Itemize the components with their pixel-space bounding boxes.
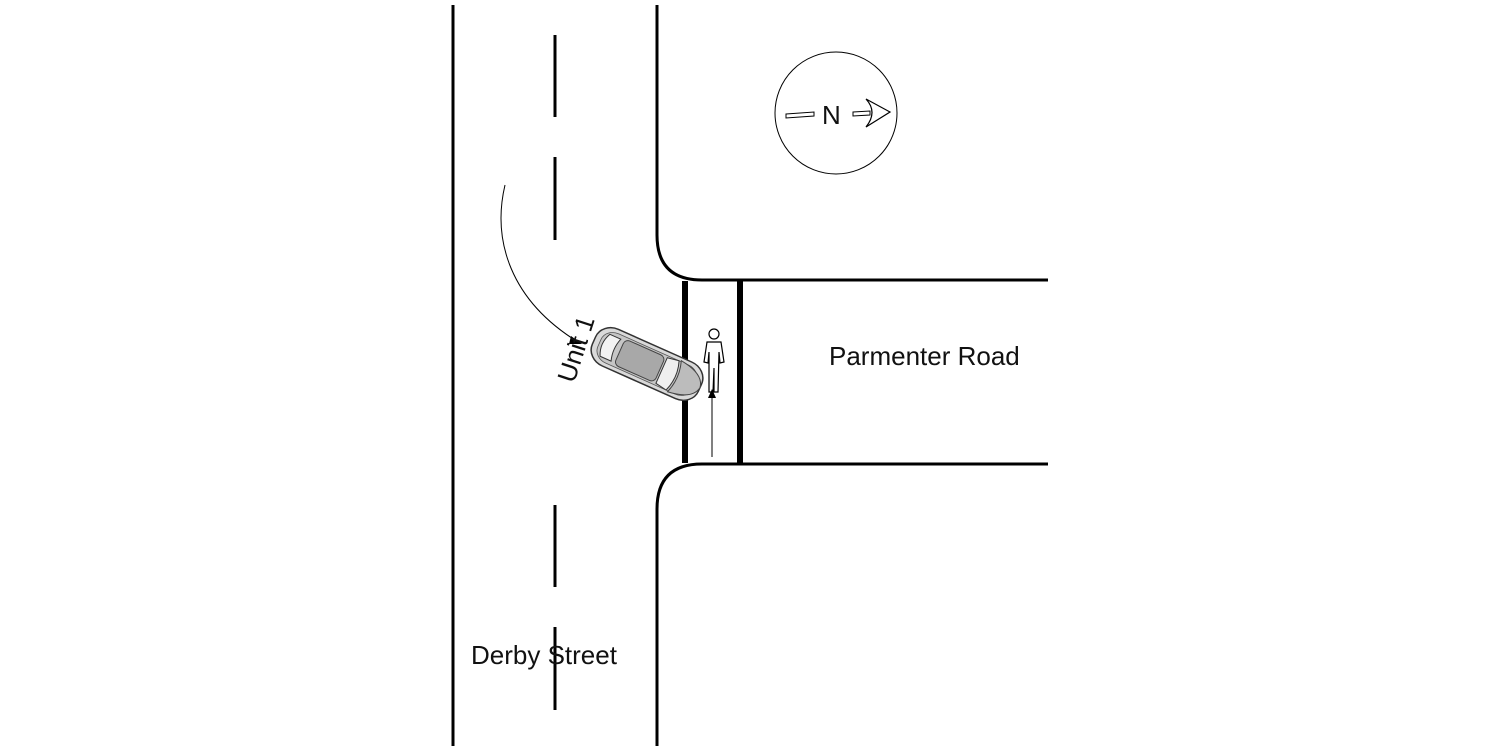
pedestrian-path-arrowhead — [708, 389, 716, 398]
north-arrow: N — [774, 51, 898, 175]
north-arrow-icon — [785, 98, 892, 128]
derby-street-east-curb-north — [655, 5, 1048, 282]
north-label: N — [822, 100, 841, 130]
car-icon — [590, 326, 704, 402]
vehicle-path-arrowhead — [569, 336, 582, 344]
side-road-label: Parmenter Road — [829, 341, 1020, 371]
vehicle-path — [500, 184, 579, 343]
derby-street-east-curb-south — [655, 462, 1048, 746]
north-arrow-circle — [774, 51, 898, 175]
pedestrian-icon — [703, 328, 725, 393]
main-street-label: Derby Street — [471, 640, 618, 670]
